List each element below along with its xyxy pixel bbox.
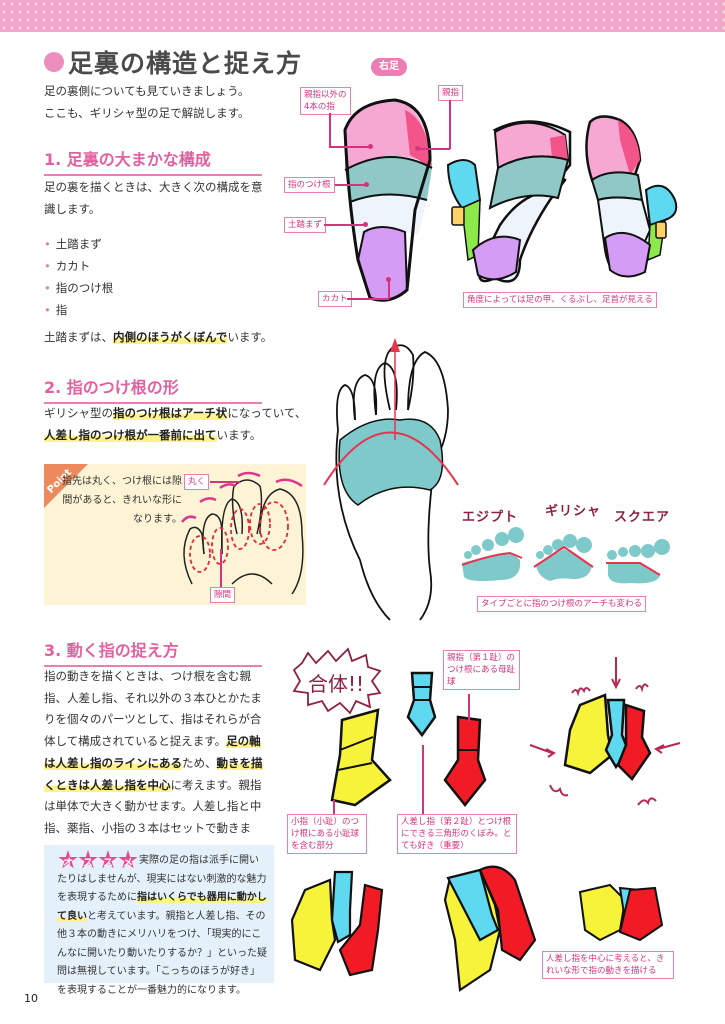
recommend-callout: オ ス ス メ 実際の足の指は派手に開いたりはしませんが、現実にはない刺激的な魅… xyxy=(44,845,274,996)
toe-types-diagram xyxy=(461,527,670,584)
leader-line xyxy=(468,694,470,722)
point-callout: Point 指先は丸く、つけ根には隙間があると、きれいな形になります。 丸く 隙… xyxy=(44,464,306,605)
leader-line xyxy=(449,100,451,149)
leader-line xyxy=(347,298,389,300)
section1-text: 足の裏を描くときは、大きく次の構成を意 識します。 xyxy=(44,176,263,220)
svg-text:合体!!: 合体!! xyxy=(308,672,364,696)
right-foot-pill: 右足 xyxy=(371,58,407,76)
section1-line-2: 識します。 xyxy=(44,202,101,216)
point-text: 指先は丸く、つけ根には隙間があると、きれいな形になります。 xyxy=(62,476,182,525)
recommend-text: 実際の足の指は派手に開いたりはしませんが、現実にはない刺激的な魅力を表現するため… xyxy=(57,855,267,996)
sole-arch-diagram xyxy=(323,338,459,621)
leader-line xyxy=(210,481,240,483)
label-other-toes: 親指以外の 4本の指 xyxy=(300,87,351,115)
label-heel: カカト xyxy=(318,291,352,307)
foot-sole-diagram xyxy=(343,98,678,302)
section1-note: 土踏まずは、内側のほうがくぼんでいます。 xyxy=(44,330,273,344)
label-round: 丸く xyxy=(184,474,210,490)
bullet-item: カカト xyxy=(44,255,113,277)
section2-line-2: 人差し指のつけ根が一番前に出ています。 xyxy=(44,428,262,442)
leader-line xyxy=(422,745,424,814)
title-bullet-icon xyxy=(44,52,64,72)
section1-line-1: 足の裏を描くときは、大きく次の構成を意 xyxy=(44,180,263,194)
section3-heading: 3. 動く指の捉え方 xyxy=(44,637,262,667)
toe-poses-diagram xyxy=(290,865,664,992)
page-title: 足裏の構造と捉え方 xyxy=(44,44,302,80)
label-types-note: タイプごとに指のつけ根のアーチも変わる xyxy=(477,596,646,612)
leader-dot xyxy=(386,277,391,282)
leader-dot xyxy=(368,144,373,149)
intro-line-2: ここも、ギリシャ型の足で解説します。 xyxy=(44,106,250,120)
page-title-text: 足裏の構造と捉え方 xyxy=(68,49,303,78)
section3-text: 指の動きを描くときは、つけ根を含む親指、人差し指、それ以外の３本ひとかたまりを個… xyxy=(44,669,263,857)
section2-line-1: ギリシャ型の指のつけ根はアーチ状になっていて、 xyxy=(44,406,307,420)
header-dot-band xyxy=(0,0,725,32)
label-big-toe: 親指 xyxy=(438,85,464,101)
leader-line xyxy=(329,113,331,147)
page-number: 10 xyxy=(24,992,38,1005)
label-gap: 隙間 xyxy=(210,587,236,603)
intro-text: 足の裏側についても見ていきましょう。 ここも、ギリシャ型の足で解説します。 xyxy=(44,80,250,124)
toes-closeup-drawing xyxy=(181,471,304,595)
intro-line-1: 足の裏側についても見ていきましょう。 xyxy=(44,84,250,98)
leader-line xyxy=(388,280,390,299)
label-little-toe-ball: 小指（小趾）のつけ根にある小趾球を含む部分 xyxy=(287,814,367,854)
leader-line xyxy=(335,184,367,186)
label-center-note: 人差し指を中心に考えると、きれいな形で指の動きを描ける xyxy=(542,951,674,979)
section1-heading: 1. 足裏の大まかな構成 xyxy=(44,146,262,176)
leader-dot xyxy=(363,222,368,227)
leader-line xyxy=(333,800,335,814)
section1-bullet-list: 土踏まず カカト 指のつけ根 指 xyxy=(44,233,114,321)
bullet-item: 指 xyxy=(44,299,113,321)
section2-text: ギリシャ型の指のつけ根はアーチ状になっていて、 人差し指のつけ根が一番前に出てい… xyxy=(44,402,306,446)
section2-heading: 2. 指のつけ根の形 xyxy=(44,374,262,404)
leader-dot xyxy=(415,146,420,151)
leader-dot xyxy=(364,182,369,187)
bullet-item: 土踏まず xyxy=(44,233,113,255)
label-index-toe: 人差し指（第２趾）とつけ根にできる三角形のくぼみ。とても好き（重要） xyxy=(397,814,517,854)
leader-line xyxy=(418,148,450,150)
label-big-toe-ball: 親指（第１趾）のつけ根にある母趾球 xyxy=(443,650,520,690)
bullet-item: 指のつけ根 xyxy=(44,277,114,299)
label-toe-base: 指のつけ根 xyxy=(284,177,335,193)
type-label-greek: ギリシャ xyxy=(545,504,602,519)
leader-line xyxy=(324,224,366,226)
leader-line xyxy=(220,549,222,587)
label-angle-note: 角度によっては足の甲、くるぶし、足首が見える xyxy=(463,292,657,308)
point-badge xyxy=(44,464,88,508)
leader-line xyxy=(329,146,371,148)
recommend-stars: オ ス ス メ xyxy=(58,850,138,870)
label-arch: 土踏まず xyxy=(284,217,327,233)
type-label-egypt: エジプト xyxy=(462,510,519,525)
type-label-square: スクエア xyxy=(614,510,671,525)
toe-parts-diagram: 合体!! xyxy=(292,647,681,808)
